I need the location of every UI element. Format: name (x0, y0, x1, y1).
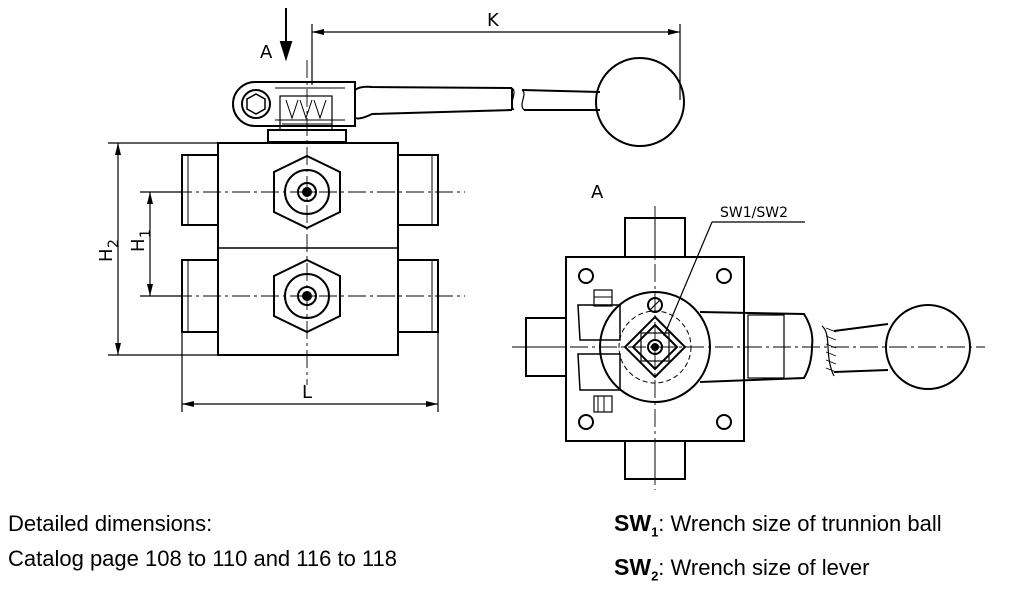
view-a (512, 206, 985, 490)
legend-text: : Wrench size of lever (658, 554, 870, 580)
legend-code: SW1 (614, 510, 659, 540)
legend-text: : Wrench size of trunnion ball (658, 511, 942, 536)
view-arrow-label: A (260, 42, 273, 63)
legend-code: SW2 (614, 553, 659, 584)
dim-l-label: L (302, 382, 312, 403)
legend-item-sw1: SW1: Wrench size of trunnion ball (614, 506, 942, 550)
wrench-legend: SW1: Wrench size of trunnion ball SW2: W… (614, 506, 942, 593)
caption-line-1: Detailed dimensions: (8, 511, 213, 536)
view-a-title: A (591, 182, 604, 203)
dim-h2-label: H (96, 248, 117, 262)
dim-h1-label: H (128, 238, 149, 252)
dim-k-label: K (487, 10, 500, 31)
sw-callout-label: SW1/SW2 (720, 205, 788, 221)
dim-h1-sub: 1 (138, 229, 154, 238)
dim-h2-sub: 2 (106, 239, 122, 248)
caption-line-2: Catalog page 108 to 110 and 116 to 118 (8, 546, 397, 571)
detail-caption: Detailed dimensions: Catalog page 108 to… (8, 506, 397, 576)
legend-item-sw2: SW2: Wrench size of lever (614, 550, 942, 593)
side-view (108, 8, 685, 412)
